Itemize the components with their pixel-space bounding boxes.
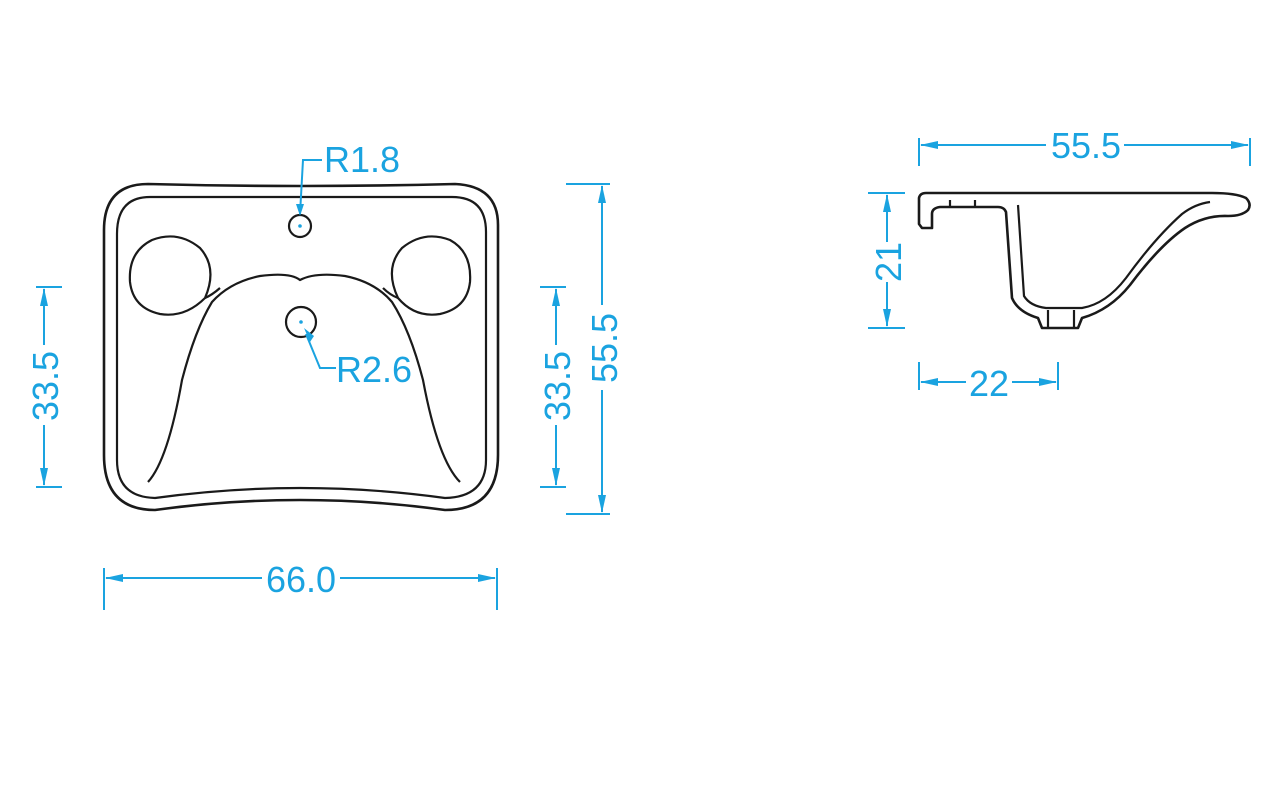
side-bowl-width-dimension: 22 (918, 362, 1059, 404)
side-rim-detail (948, 200, 977, 207)
right-offset-dimension: 33.5 (537, 286, 578, 488)
height-label: 55.5 (584, 313, 625, 383)
drain-hole (284, 305, 318, 339)
large-hole-leader: R2.6 (304, 328, 412, 390)
side-depth-dimension: 21 (868, 192, 909, 329)
left-shoulder (204, 287, 221, 300)
side-length-label: 55.5 (1051, 125, 1121, 166)
right-shoulder (382, 287, 399, 300)
left-recess (128, 235, 212, 316)
basin-outer-rim (102, 182, 500, 512)
drain-hole-center (299, 320, 303, 324)
right-offset-label: 33.5 (537, 351, 578, 421)
small-hole-label: R1.8 (324, 139, 400, 180)
side-bowl-width-label: 22 (969, 363, 1009, 404)
side-depth-label: 21 (868, 242, 909, 282)
side-drain-stub (1046, 310, 1076, 328)
large-hole-label: R2.6 (336, 349, 412, 390)
side-inner-wall (1016, 200, 1211, 310)
side-view (917, 191, 1251, 330)
left-offset-label: 33.5 (25, 351, 66, 421)
faucet-hole-center (298, 224, 302, 228)
top-view (102, 182, 500, 512)
basin-inner-rim (115, 195, 488, 500)
neck-rest-contour (147, 273, 461, 483)
large-hole-arrow (304, 328, 314, 342)
small-hole-leader: R1.8 (296, 139, 400, 216)
width-label: 66.0 (266, 559, 336, 600)
right-recess (390, 235, 472, 316)
width-dimension: 66.0 (103, 559, 498, 610)
small-hole-arrow (296, 204, 304, 216)
left-offset-dimension: 33.5 (25, 286, 66, 488)
side-profile-outline (917, 191, 1251, 330)
side-length-dimension: 55.5 (918, 125, 1251, 166)
height-dimension: 55.5 (566, 183, 625, 515)
